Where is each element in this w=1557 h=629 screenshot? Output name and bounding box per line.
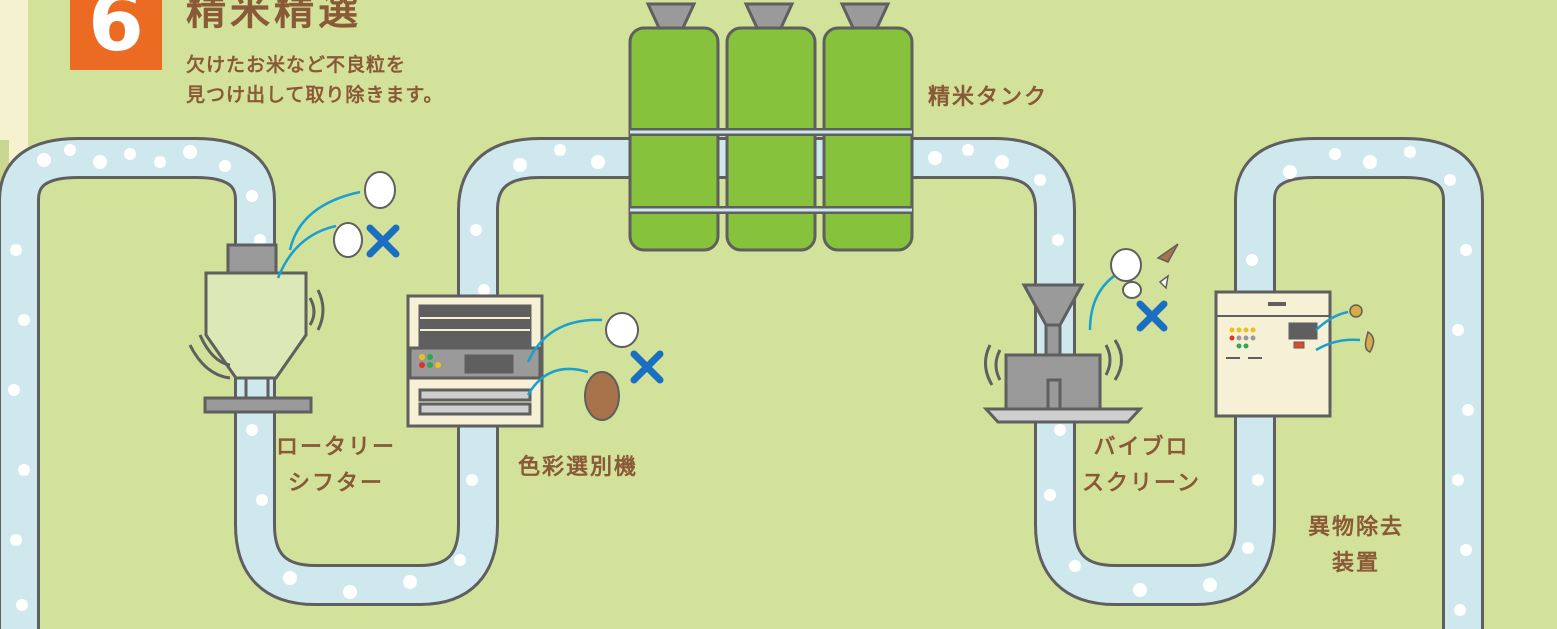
foreign-removal-rejects — [1315, 304, 1375, 353]
color-sorter-indicator-lights — [419, 354, 441, 368]
foreign-removal-machine — [1214, 290, 1332, 418]
vibro-screen-machine — [982, 283, 1144, 424]
label-rotary-sifter-line-2: シフター — [288, 471, 385, 496]
label-vibro-screen-line-2: スクリーン — [1082, 471, 1201, 496]
label-rotary-sifter-line-1: ロータリー — [276, 435, 397, 460]
description-line-1: 欠けたお米など不良粒を — [186, 54, 407, 76]
page-title: 精米精選 — [186, 0, 362, 34]
label-milled-rice-tank: 精米タンク — [928, 85, 1049, 110]
step-number-badge: 6 — [70, 0, 162, 70]
description-line-2: 見つけ出して取り除きます。 — [186, 84, 444, 106]
label-foreign-removal-line-1: 異物除去 — [1308, 515, 1405, 540]
rotary-sifter-rejects — [276, 171, 400, 279]
foreign-removal-indicator-lights — [1229, 327, 1256, 349]
description: 欠けたお米など不良粒を 見つけ出して取り除きます。 — [186, 50, 444, 110]
vibro-screen-rejects — [1088, 243, 1179, 332]
label-color-sorter: 色彩選別機 — [518, 455, 639, 480]
color-sorter-machine — [406, 294, 544, 428]
milled-rice-tanks — [628, 2, 914, 252]
label-foreign-removal-line-2: 装置 — [1332, 551, 1381, 576]
label-vibro-screen-line-1: バイブロ — [1093, 435, 1190, 460]
label-rotary-sifter: ロータリー シフター — [276, 430, 396, 502]
label-vibro-screen: バイブロ スクリーン — [1082, 430, 1201, 502]
color-sorter-rejects — [526, 312, 664, 421]
label-foreign-removal: 異物除去 装置 — [1308, 510, 1404, 582]
rotary-sifter-machine — [188, 243, 325, 414]
step-number: 6 — [88, 0, 144, 69]
